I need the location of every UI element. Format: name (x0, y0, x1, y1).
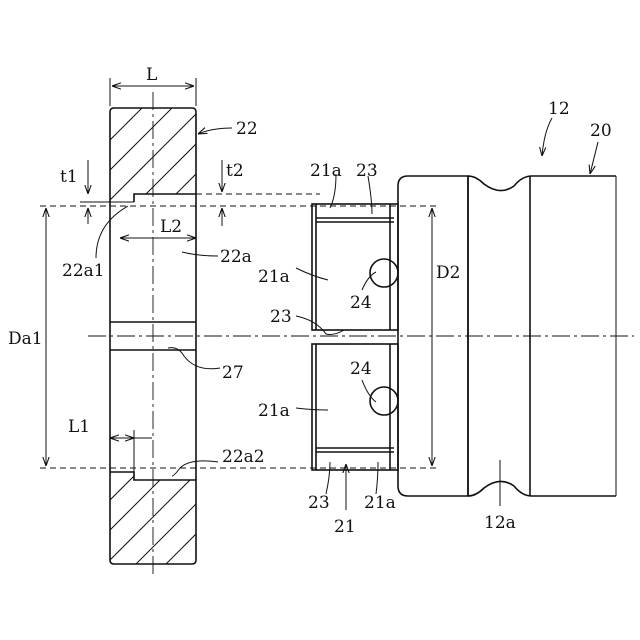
label-24-upper: 24 (350, 293, 372, 313)
shaft-outline-upper (468, 176, 616, 191)
lower-hatching (30, 460, 270, 580)
label-24-lower: 24 (350, 359, 372, 379)
label-23-bottom: 23 (308, 493, 330, 513)
gear-upper-section (30, 100, 270, 220)
gear-lower-section (30, 460, 270, 580)
label-21: 21 (334, 517, 356, 537)
label-23-mid: 23 (270, 307, 292, 327)
label-12a: 12a (484, 513, 516, 533)
label-12: 12 (548, 99, 570, 119)
shaft-outline-lower (468, 481, 616, 496)
upper-hatching (30, 100, 270, 220)
label-21a-lower: 21a (258, 401, 290, 421)
label-D2: D2 (436, 263, 460, 283)
dimension-t1 (80, 160, 134, 224)
label-L1: L1 (68, 417, 90, 437)
label-27: 27 (222, 363, 244, 383)
label-22: 22 (236, 119, 258, 139)
dimension-L1 (110, 430, 152, 472)
label-22a2: 22a2 (222, 447, 265, 467)
label-L2: L2 (160, 217, 182, 237)
label-23-top: 23 (356, 161, 378, 181)
label-t2: t2 (226, 161, 244, 181)
label-22a1: 22a1 (62, 261, 105, 281)
label-20: 20 (590, 121, 612, 141)
label-L: L (146, 65, 157, 85)
label-21a-top: 21a (310, 161, 342, 181)
label-21a-bottom: 21a (364, 493, 396, 513)
label-21a-upper: 21a (258, 267, 290, 287)
spline-part-21 (312, 204, 398, 470)
label-Da1: Da1 (8, 329, 43, 349)
label-22a: 22a (220, 247, 252, 267)
label-t1: t1 (60, 167, 78, 187)
